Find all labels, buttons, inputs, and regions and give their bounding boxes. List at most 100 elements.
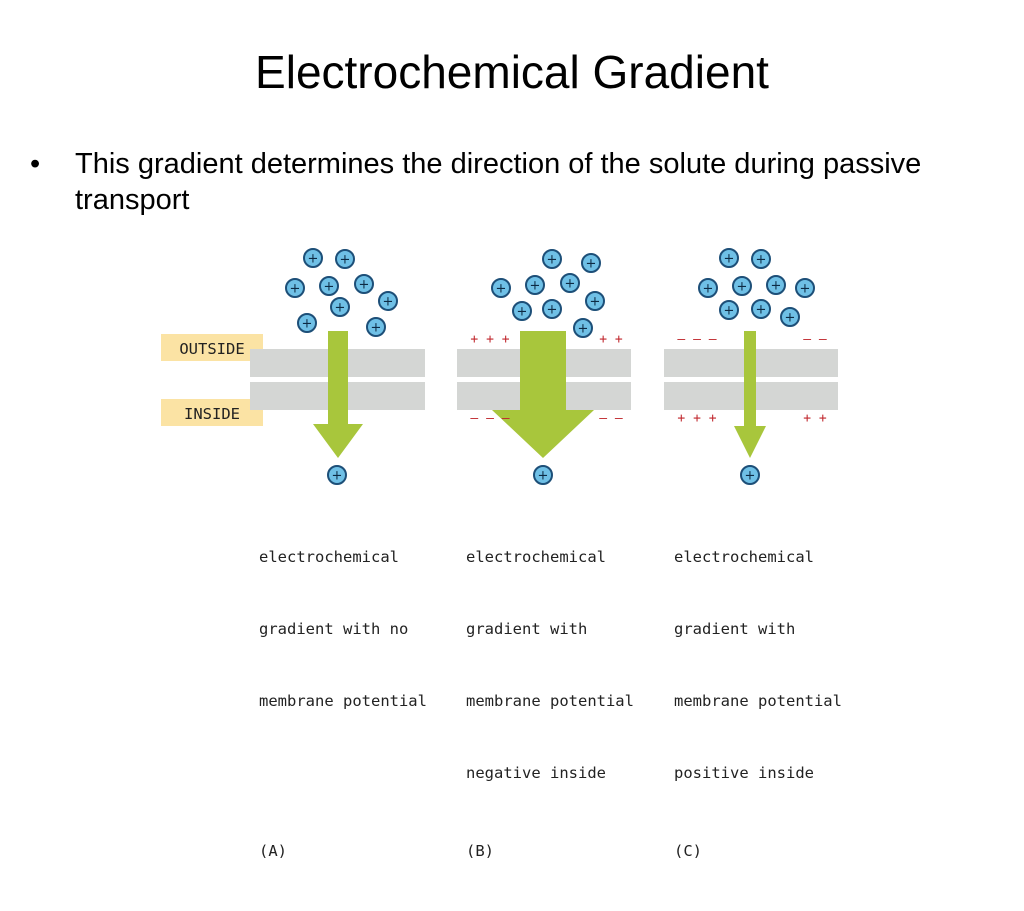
svg-text:+: + (724, 252, 735, 267)
ion-icon: + (766, 275, 786, 295)
svg-text:+: + (785, 311, 796, 326)
inside-label: INSIDE (184, 405, 240, 423)
ion-cluster-outside: + + + + + + + + + (698, 248, 815, 327)
ion-icon: + (698, 278, 718, 298)
panel-tag: (A) (259, 842, 287, 860)
ion-icon: + (560, 273, 580, 293)
svg-text:+: + (547, 253, 558, 268)
gradient-arrow (734, 331, 766, 458)
svg-text:+: + (771, 279, 782, 294)
ion-icon: + (719, 300, 739, 320)
outside-charges-left: + + + (470, 332, 509, 347)
ion-icon: + (732, 276, 752, 296)
electrochemical-gradient-figure: OUTSIDE INSIDE + + + + + + + + + + (161, 248, 842, 860)
ion-icon-inside: + (740, 465, 760, 485)
ion-icon: + (780, 307, 800, 327)
svg-text:+: + (530, 279, 541, 294)
svg-text:+: + (703, 282, 714, 297)
gradient-arrow (313, 331, 363, 458)
caption-line: electrochemical (466, 548, 606, 566)
caption-line: gradient with (674, 620, 796, 638)
svg-text:+: + (302, 317, 313, 332)
ion-icon: + (491, 278, 511, 298)
ion-icon: + (285, 278, 305, 298)
ion-icon: + (795, 278, 815, 298)
ion-icon: + (719, 248, 739, 268)
caption-line: gradient with (466, 620, 588, 638)
svg-text:+: + (547, 303, 558, 318)
svg-text:+: + (290, 282, 301, 297)
ion-icon: + (297, 313, 317, 333)
ion-icon: + (525, 275, 545, 295)
panel-a: + + + + + + + + + + (250, 248, 425, 485)
bullet-text: This gradient determines the direction o… (75, 148, 922, 216)
outside-label-box (161, 334, 263, 361)
panel-tag: (B) (466, 842, 494, 860)
outside-charges-right: – – (803, 332, 827, 347)
caption-line: gradient with no (259, 620, 409, 638)
svg-text:+: + (371, 321, 382, 336)
svg-text:+: + (383, 295, 394, 310)
panel-c: – – – – – + + + + + + + + + + + + + + + (664, 248, 838, 485)
ion-icon: + (330, 297, 350, 317)
svg-text:+: + (565, 277, 576, 292)
ion-icon: + (751, 249, 771, 269)
panel-tag: (C) (674, 842, 702, 860)
caption-panel-a: electrochemical gradient with no membran… (259, 497, 427, 911)
inside-charges-right: + + (803, 411, 827, 426)
caption-line: electrochemical (259, 548, 399, 566)
caption-line: membrane potential (674, 692, 842, 710)
figure-drawing: OUTSIDE INSIDE + + + + + + + + + + (161, 248, 838, 485)
svg-text:+: + (359, 278, 370, 293)
outside-charges-right: + + (599, 332, 623, 347)
ion-icon: + (303, 248, 323, 268)
caption-line: electrochemical (674, 548, 814, 566)
ion-icon: + (512, 301, 532, 321)
ion-cluster-outside: + + + + + + + + + (285, 248, 398, 337)
svg-text:+: + (737, 280, 748, 295)
ion-icon: + (319, 276, 339, 296)
svg-text:+: + (586, 257, 597, 272)
svg-text:+: + (332, 469, 343, 484)
inside-charges-left: + + + (677, 411, 716, 426)
svg-text:+: + (538, 469, 549, 484)
svg-text:+: + (340, 253, 351, 268)
svg-text:+: + (517, 305, 528, 320)
inside-charges-right: – – (599, 411, 623, 426)
caption-panel-c: electrochemical gradient with membrane p… (674, 497, 842, 911)
ion-icon: + (542, 299, 562, 319)
caption-line: positive inside (674, 764, 814, 782)
panel-b: + + + + + – – – – – + + + + + + + + + + (457, 249, 631, 485)
ion-icon: + (542, 249, 562, 269)
svg-text:+: + (335, 301, 346, 316)
ion-icon-inside: + (533, 465, 553, 485)
caption-line: membrane potential (466, 692, 634, 710)
caption-line: negative inside (466, 764, 606, 782)
svg-text:+: + (324, 280, 335, 295)
ion-icon-inside: + (327, 465, 347, 485)
ion-icon: + (335, 249, 355, 269)
inside-label-box (161, 399, 263, 426)
inside-charges-left: – – – (470, 411, 509, 426)
ion-icon: + (354, 274, 374, 294)
svg-text:+: + (496, 282, 507, 297)
svg-text:+: + (800, 282, 811, 297)
caption-panel-b: electrochemical gradient with membrane p… (466, 497, 634, 911)
svg-text:+: + (590, 295, 601, 310)
bullet-icon: • (30, 148, 41, 180)
gradient-arrow (492, 331, 594, 458)
ion-icon: + (366, 317, 386, 337)
ion-cluster-outside: + + + + + + + + + (491, 249, 605, 338)
ion-icon: + (378, 291, 398, 311)
svg-text:+: + (578, 322, 589, 337)
svg-text:+: + (724, 304, 735, 319)
ion-icon: + (585, 291, 605, 311)
ion-icon: + (751, 299, 771, 319)
outside-charges-left: – – – (677, 332, 716, 347)
ion-icon: + (581, 253, 601, 273)
svg-text:+: + (745, 469, 756, 484)
outside-label: OUTSIDE (179, 340, 244, 358)
svg-text:+: + (308, 252, 319, 267)
svg-text:+: + (756, 303, 767, 318)
ion-icon: + (573, 318, 593, 338)
